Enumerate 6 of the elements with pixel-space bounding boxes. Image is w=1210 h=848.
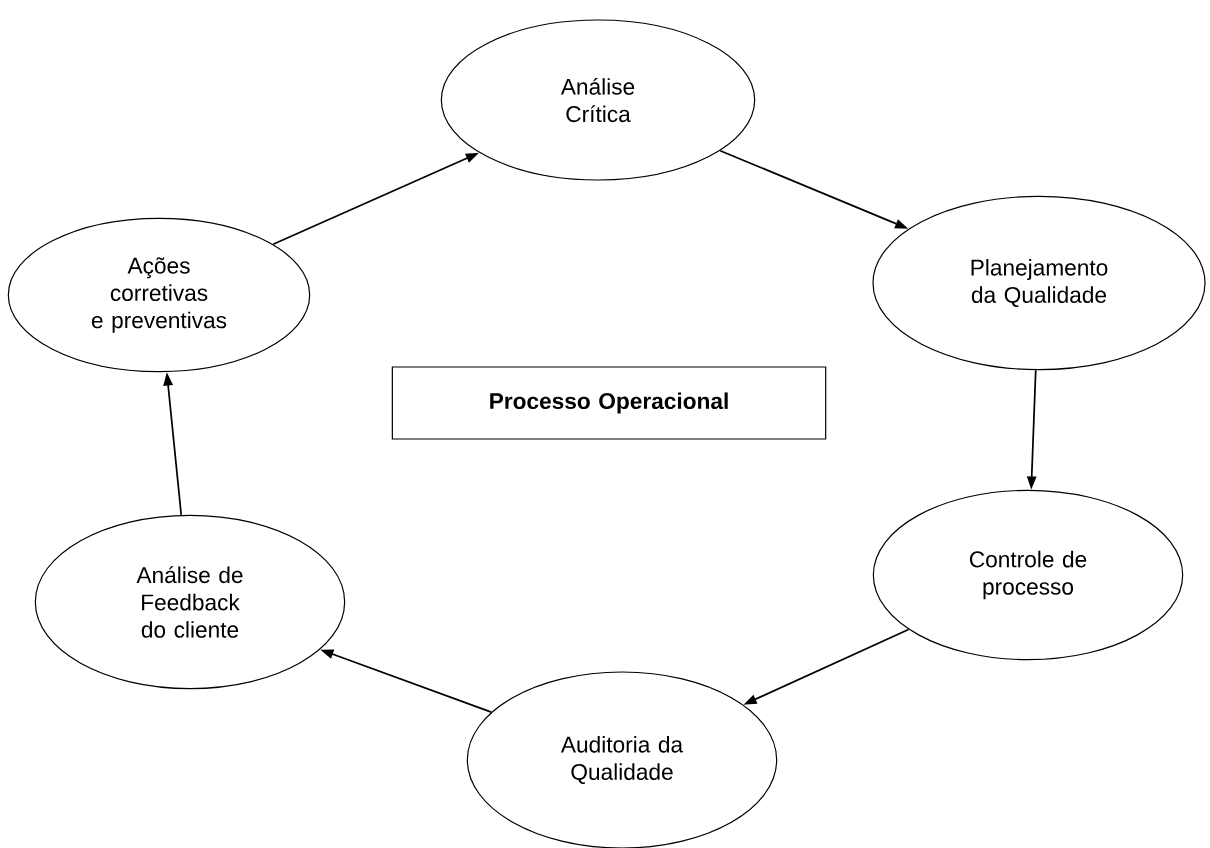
ellipse-node: Ações corretivas e preventivas <box>7 217 311 373</box>
process-box: Processo Operacional <box>391 366 827 440</box>
ellipse-node: Planejamento da Qualidade <box>872 195 1206 371</box>
ellipse-node: Análise Crítica <box>440 19 756 181</box>
ellipse-node: Controle de processo <box>872 489 1184 661</box>
ellipse-node: Análise de Feedback do cliente <box>34 514 346 690</box>
